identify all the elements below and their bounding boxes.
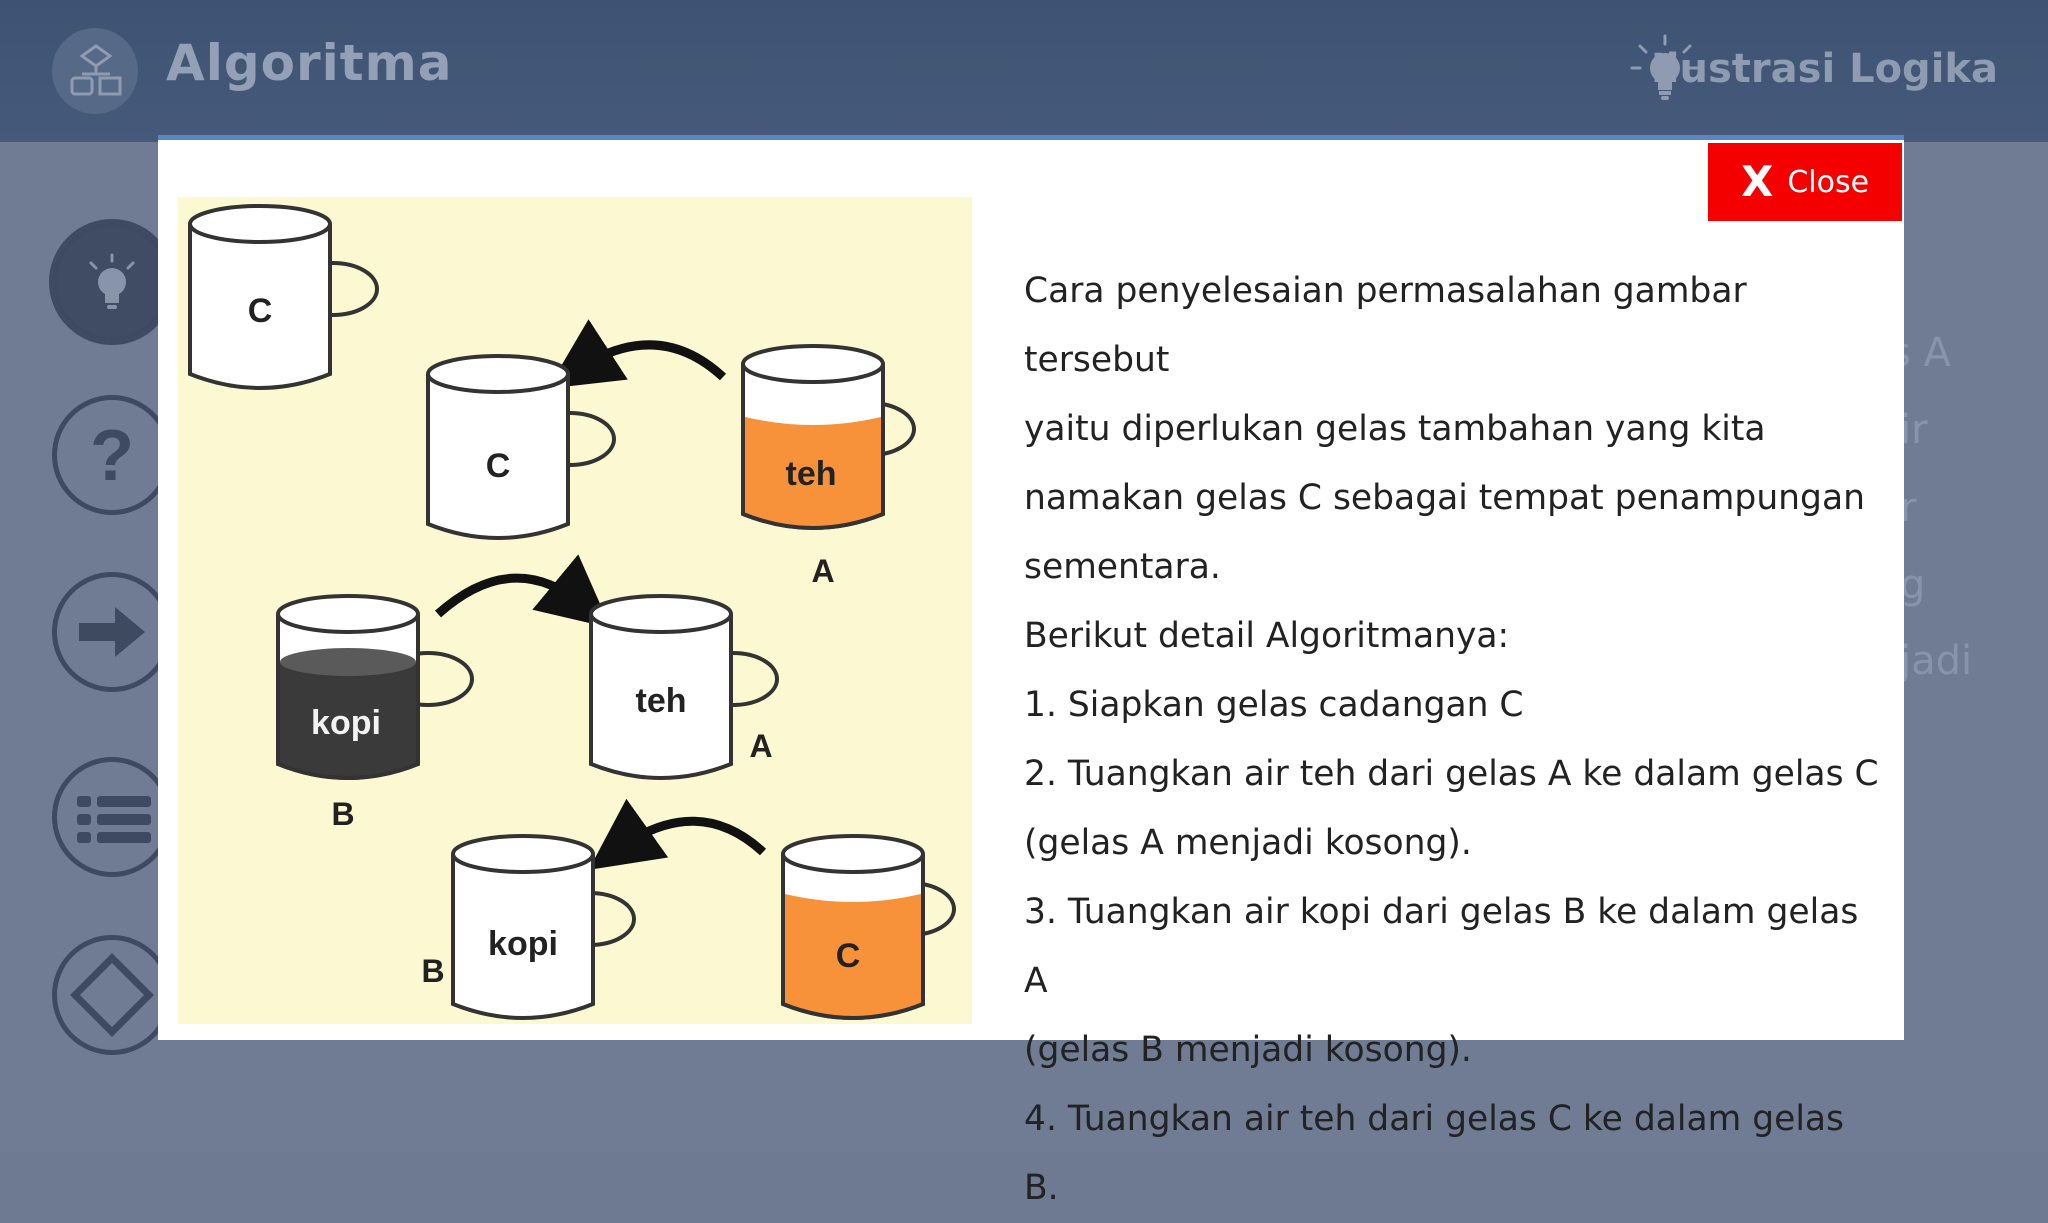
cup-teh-a-label: teh [786, 455, 837, 493]
cup-kopi-b-label: kopi [311, 704, 381, 742]
step-3-note: (gelas B menjadi kosong). [1024, 1030, 1472, 1070]
close-button[interactable]: X Close [1708, 143, 1902, 221]
explanation-line: namakan gelas C sebagai tempat penampung… [1024, 478, 1865, 518]
app-title: Algoritma [166, 34, 453, 92]
bg-text-5: jadi [1900, 638, 1973, 684]
nav-question-button[interactable]: ? [52, 395, 172, 515]
step-2: 2. Tuangkan air teh dari gelas A ke dala… [1024, 754, 1879, 794]
explanation-line: Cara penyelesaian permasalahan gambar te… [1024, 271, 1747, 380]
step-3: 3. Tuangkan air kopi dari gelas B ke dal… [1024, 892, 1859, 1001]
nav-lightbulb-button[interactable] [49, 219, 175, 345]
cup-teh-empty-a-label: teh [636, 682, 687, 720]
cup-swap-illustration: C C teh A [178, 197, 972, 1024]
cup-kopi-empty-b: kopi [451, 834, 636, 1020]
cup-kopi-b: kopi [276, 594, 474, 780]
app-header: Algoritma Ilustrasi Logika [0, 0, 2048, 142]
tag-a-middle: A [749, 728, 772, 764]
lightbulb-icon [89, 253, 135, 309]
cup-teh-a: teh [741, 344, 916, 530]
cup-c-middle-label: C [486, 447, 511, 485]
arrow-teh-to-c [547, 319, 727, 389]
close-label: Close [1787, 164, 1870, 200]
close-icon: X [1740, 157, 1774, 206]
cup-kopi-empty-b-label: kopi [488, 925, 558, 963]
tag-b-bottom: B [421, 953, 444, 989]
nav-list-button[interactable] [52, 757, 172, 877]
algorithm-explanation: Cara penyelesaian permasalahan gambar te… [1024, 257, 1884, 1223]
step-4: 4. Tuangkan air teh dari gelas C ke dala… [1024, 1099, 1845, 1208]
cup-c-top: C [188, 204, 379, 390]
arrow-kopi-to-a [435, 554, 611, 628]
illustration-modal: X Close C [158, 135, 1904, 1208]
nav-next-button[interactable] [52, 572, 172, 692]
cup-teh-empty-a: teh [589, 594, 779, 780]
tag-b-middle: B [331, 796, 354, 832]
nav-diamond-button[interactable] [52, 935, 172, 1055]
cup-c-top-label: C [248, 292, 273, 330]
bg-text-2: ir [1900, 407, 1928, 453]
question-icon: ? [90, 416, 134, 496]
flowchart-icon [52, 28, 138, 114]
cup-c-middle: C [426, 354, 616, 540]
lightbulb-icon [1630, 34, 1700, 108]
list-icon [77, 796, 151, 843]
diamond-icon [70, 953, 154, 1037]
cup-c-bottom-label: C [836, 937, 861, 975]
explanation-line: Berikut detail Algoritmanya: [1024, 616, 1510, 656]
cup-c-bottom: C [781, 834, 956, 1020]
tag-a-top: A [811, 553, 834, 589]
svg-text:?: ? [90, 416, 134, 496]
explanation-line: sementara. [1024, 547, 1221, 587]
explanation-line: yaitu diperlukan gelas tambahan yang kit… [1024, 409, 1766, 449]
bg-text-4: g [1900, 562, 1926, 608]
arrow-right-icon [79, 607, 145, 657]
arrow-c-to-b [588, 798, 767, 870]
step-2-note: (gelas A menjadi kosong). [1024, 823, 1472, 863]
section-title: Ilustrasi Logika [1650, 46, 1998, 92]
step-1: 1. Siapkan gelas cadangan C [1024, 685, 1524, 725]
bg-text-3: r [1900, 485, 1917, 531]
